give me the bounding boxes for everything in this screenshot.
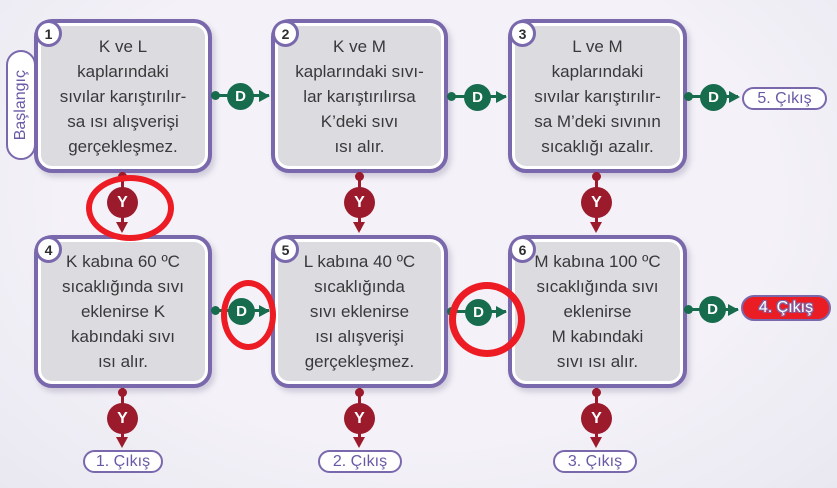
box-text-2: K ve M kaplarındaki sıvı- lar karıştırıl… bbox=[295, 36, 424, 156]
statement-box-2: 2 K ve M kaplarındaki sıvı- lar karıştır… bbox=[271, 19, 448, 173]
connector-dot bbox=[118, 388, 127, 397]
box-number-1: 1 bbox=[35, 20, 62, 47]
connector-dot bbox=[592, 388, 601, 397]
arrow-right-icon bbox=[729, 91, 740, 103]
d-badge-2[interactable]: D bbox=[464, 84, 491, 111]
exit-1[interactable]: 1. Çıkış bbox=[83, 450, 163, 473]
arrow-down-icon bbox=[353, 222, 365, 233]
red-pen-circle-d5 bbox=[449, 282, 525, 357]
d-badge-3[interactable]: D bbox=[700, 84, 727, 111]
statement-box-4: 4 K kabına 60 ºC sıcaklığında sıvı eklen… bbox=[34, 235, 212, 388]
connector-dot bbox=[592, 172, 601, 181]
y-badge-6[interactable]: Y bbox=[581, 403, 612, 434]
box-text-1: K ve L kaplarındaki sıvılar karıştırılır… bbox=[59, 36, 187, 156]
box-text-4: K kabına 60 ºC sıcaklığında sıvı eklenir… bbox=[62, 252, 184, 371]
arrow-down-icon bbox=[116, 437, 128, 448]
y-badge-5[interactable]: Y bbox=[344, 403, 375, 434]
arrow-down-icon bbox=[353, 437, 365, 448]
box-text-6: M kabına 100 ºC sıcaklığında sıvı ekleni… bbox=[534, 252, 661, 371]
red-pen-circle-y1 bbox=[86, 175, 174, 241]
exit-5[interactable]: 5. Çıkış bbox=[742, 87, 827, 110]
box-number-6: 6 bbox=[509, 236, 536, 263]
connector-dot bbox=[355, 388, 364, 397]
exit-4[interactable]: 4. Çıkış bbox=[741, 295, 831, 321]
connector-dot bbox=[684, 92, 693, 101]
statement-box-1: 1 K ve L kaplarındaki sıvılar karıştırıl… bbox=[34, 19, 212, 173]
connector-dot bbox=[211, 306, 220, 315]
box-number-2: 2 bbox=[272, 20, 299, 47]
statement-box-3: 3 L ve M kaplarındaki sıvılar karıştırıl… bbox=[508, 19, 687, 173]
connector-dot bbox=[684, 305, 693, 314]
red-pen-circle-d4 bbox=[221, 280, 276, 350]
box-text-5: L kabına 40 ºC sıcaklığında sıvı eklenir… bbox=[303, 252, 416, 371]
y-badge-2[interactable]: Y bbox=[344, 187, 375, 218]
statement-box-5: 5 L kabına 40 ºC sıcaklığında sıvı eklen… bbox=[271, 235, 448, 388]
connector-dot bbox=[447, 92, 456, 101]
arrow-right-icon bbox=[259, 90, 270, 102]
arrow-right-icon bbox=[496, 91, 507, 103]
box-number-5: 5 bbox=[272, 236, 299, 263]
y-badge-3[interactable]: Y bbox=[581, 187, 612, 218]
box-text-3: L ve M kaplarındaki sıvılar karıştırılır… bbox=[534, 36, 661, 156]
connector-dot bbox=[211, 91, 220, 100]
connector-dot bbox=[355, 172, 364, 181]
box-number-4: 4 bbox=[35, 236, 62, 263]
arrow-down-icon bbox=[590, 437, 602, 448]
d-badge-1[interactable]: D bbox=[227, 83, 254, 110]
statement-box-6: 6 M kabına 100 ºC sıcaklığında sıvı ekle… bbox=[508, 235, 687, 388]
arrow-down-icon bbox=[590, 222, 602, 233]
exit-3[interactable]: 3. Çıkış bbox=[553, 450, 637, 473]
start-label: Başlangıç bbox=[12, 69, 29, 141]
start-pill: Başlangıç bbox=[6, 50, 36, 160]
box-number-3: 3 bbox=[509, 20, 536, 47]
arrow-right-icon bbox=[728, 304, 739, 316]
exit-2[interactable]: 2. Çıkış bbox=[318, 450, 402, 473]
y-badge-4[interactable]: Y bbox=[107, 403, 138, 434]
d-badge-6[interactable]: D bbox=[699, 296, 726, 323]
